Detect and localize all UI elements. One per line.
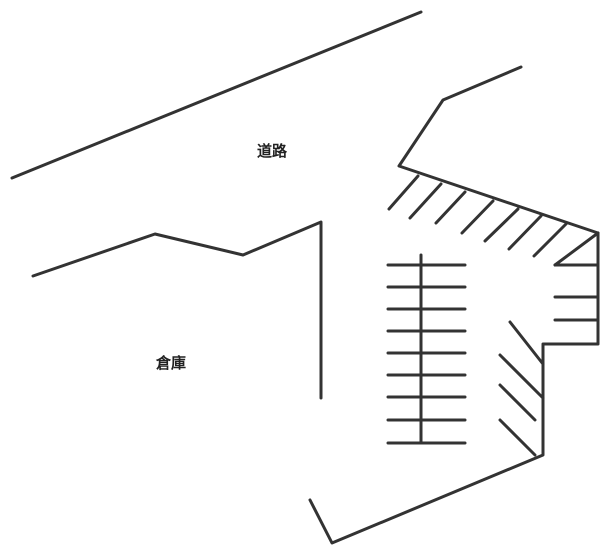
- stall-line: [434, 190, 467, 225]
- right-edge-stalls: [553, 263, 600, 322]
- stall-line: [498, 383, 537, 422]
- stall-line: [387, 174, 420, 211]
- warehouse-outline: [31, 220, 323, 400]
- stall-line: [507, 214, 543, 251]
- stall-line: [498, 418, 537, 457]
- stall-line: [483, 207, 520, 243]
- stall-line: [408, 182, 443, 220]
- diagonal-stalls-lower-right: [498, 320, 545, 457]
- warehouse-label: 倉庫: [156, 355, 187, 372]
- stall-line: [532, 222, 568, 258]
- stall-line: [460, 199, 495, 235]
- road-edge-line: [10, 10, 423, 180]
- parking-right-boundary: [308, 231, 600, 545]
- diagonal-stalls-top: [387, 174, 600, 267]
- stall-line: [498, 353, 545, 400]
- parking-top-boundary: [397, 65, 600, 235]
- road-label: 道路: [257, 143, 288, 160]
- stall-line: [508, 320, 545, 366]
- stall-line: [553, 231, 600, 267]
- center-stall-row: [386, 253, 467, 445]
